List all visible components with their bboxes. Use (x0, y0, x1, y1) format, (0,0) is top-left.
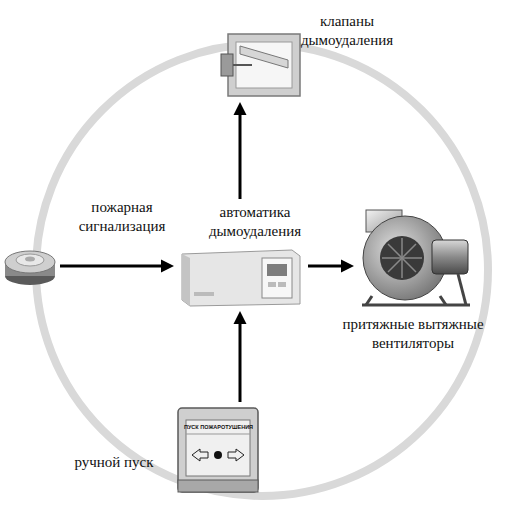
node-label: автоматика дымоудаления (192, 203, 318, 241)
fan-node: притяжные вытяжные вентиляторы (358, 205, 470, 307)
flow-arrow (308, 260, 354, 273)
flow-arrow (234, 311, 247, 402)
flow-arrow (60, 260, 174, 273)
arrow-head (341, 260, 354, 273)
arrow-shaft (60, 265, 163, 268)
valve-drawing (221, 34, 300, 96)
arrow-shaft (239, 322, 242, 402)
node-label: притяжные вытяжные вентиляторы (308, 315, 518, 353)
manual-call-point-drawing (178, 408, 258, 492)
detector-node: пожарная сигнализация (6, 240, 56, 288)
valve-node: клапаны дымоудаления (222, 30, 304, 98)
node-label: клапаны дымоудаления (292, 12, 402, 50)
control-panel-drawing (182, 250, 300, 306)
arrow-shaft (308, 265, 343, 268)
node-label: ручной пуск (64, 453, 164, 472)
arrow-head (161, 260, 174, 273)
cycle-ring (36, 44, 488, 496)
smoke-detector-drawing (5, 251, 55, 285)
arrow-shaft (239, 113, 242, 199)
manual-start-node: ручной пускПУСК ПОЖАРОТУШЕНИЯ (176, 406, 260, 494)
arrow-head (234, 311, 247, 324)
control-node: автоматика дымоудаления (178, 203, 304, 307)
arrow-head (234, 102, 247, 115)
node-label: пожарная сигнализация (72, 198, 172, 236)
device-inscription: ПУСК ПОЖАРОТУШЕНИЯ (184, 424, 252, 431)
fan-drawing (362, 210, 470, 305)
flow-arrow (234, 102, 247, 199)
